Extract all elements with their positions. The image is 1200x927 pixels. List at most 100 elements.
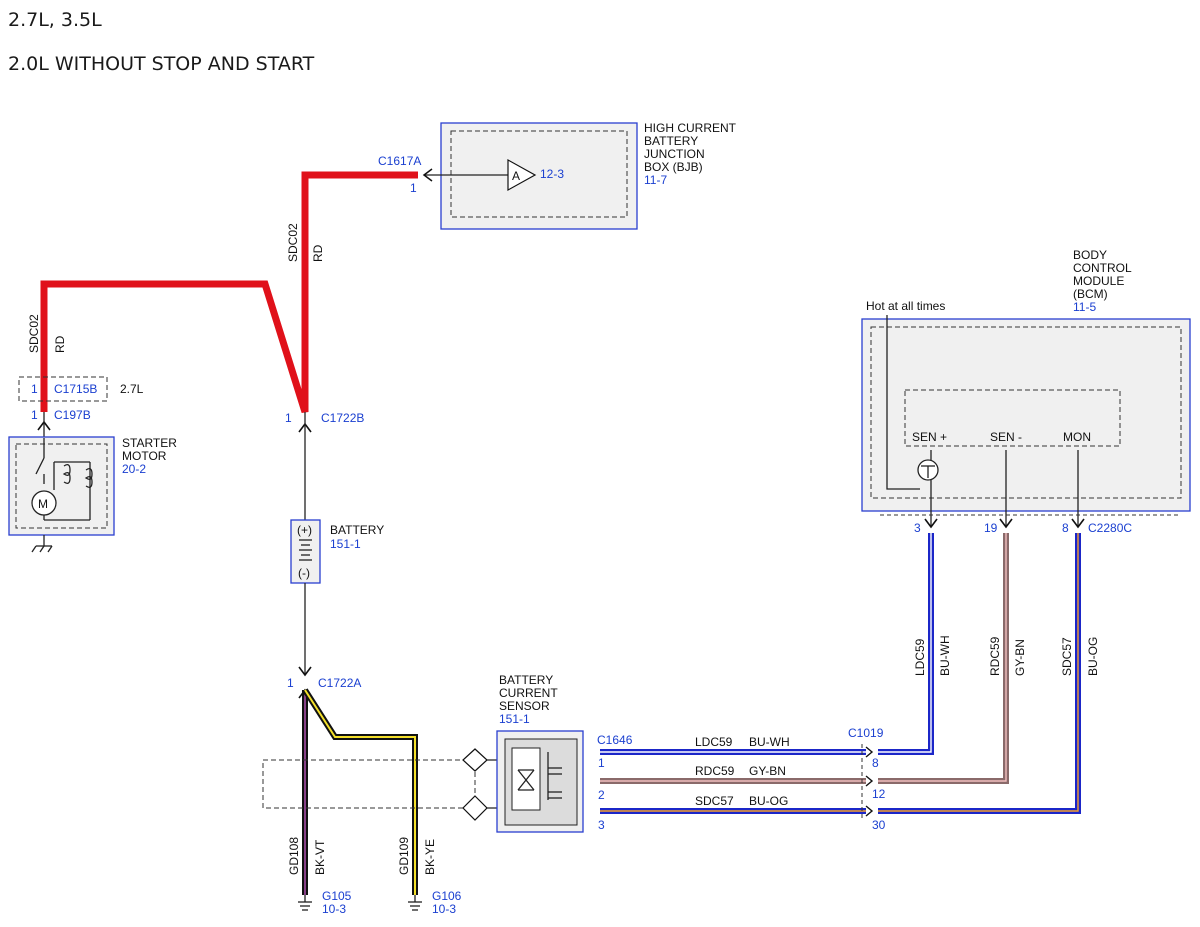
ground-g106: G106 10-3 <box>408 889 462 916</box>
wire-sdc02-label-upper: SDC02 RD <box>286 223 325 262</box>
svg-text:MOTOR: MOTOR <box>122 449 167 463</box>
battery: (+) (-) BATTERY 151-1 <box>290 519 384 677</box>
svg-text:G105: G105 <box>322 889 352 903</box>
connector-c197b: 1 C197B <box>31 408 91 438</box>
svg-text:MODULE: MODULE <box>1073 274 1124 288</box>
svg-text:SENSOR: SENSOR <box>499 699 550 713</box>
svg-text:SEN +: SEN + <box>912 430 947 444</box>
harness-wire-ldc59-vertical: LDC59 BU-WH <box>878 533 952 755</box>
svg-text:10-3: 10-3 <box>322 902 346 916</box>
svg-text:C1722A: C1722A <box>318 676 361 690</box>
connector-c1715b: 1 C1715B 2.7L <box>18 376 144 402</box>
bjb-title-2: BATTERY <box>644 134 698 148</box>
sensor-diamonds <box>462 748 505 821</box>
svg-text:BU-OG: BU-OG <box>1086 637 1100 676</box>
svg-text:BU-WH: BU-WH <box>749 735 790 749</box>
svg-text:SDC02: SDC02 <box>286 223 300 262</box>
svg-text:C1722B: C1722B <box>321 411 364 425</box>
svg-text:CURRENT: CURRENT <box>499 686 558 700</box>
svg-text:MON: MON <box>1063 430 1091 444</box>
svg-text:SDC57: SDC57 <box>1060 637 1074 676</box>
svg-text:19: 19 <box>984 521 998 535</box>
svg-text:BATTERY: BATTERY <box>330 523 384 537</box>
battery-current-sensor: BATTERY CURRENT SENSOR 151-1 C1646 1 2 3 <box>496 673 633 833</box>
bjb-title-1: HIGH CURRENT <box>644 121 737 135</box>
svg-text:LDC59: LDC59 <box>695 735 733 749</box>
svg-text:LDC59: LDC59 <box>913 638 927 676</box>
body-control-module: BODY CONTROL MODULE (BCM) 11-5 Hot at al… <box>861 248 1191 535</box>
bjb-connector: C1617A <box>378 154 421 168</box>
svg-text:BU-WH: BU-WH <box>938 635 952 676</box>
svg-text:1: 1 <box>287 676 294 690</box>
wire-sdc02-label-lower: SDC02 RD <box>27 314 67 353</box>
connector-c1722a: 1 C1722A <box>287 676 361 699</box>
svg-text:(-): (-) <box>298 566 310 580</box>
bjb-title-4: BOX (BJB) <box>644 160 703 174</box>
svg-text:GD109: GD109 <box>397 837 411 875</box>
svg-text:8: 8 <box>872 756 879 770</box>
harness-wire-sdc57: SDC57 BU-OG <box>600 794 866 814</box>
starter-motor: M STARTER MOTOR 20-2 <box>8 436 177 553</box>
svg-text:C197B: C197B <box>54 408 91 422</box>
ground-wire-labels: GD108 BK-VT GD109 BK-YE <box>287 837 437 875</box>
connector-c1019: C1019 8 12 30 <box>848 726 886 832</box>
bjb-component: A 12-3 HIGH CURRENT BATTERY JUNCTION BOX… <box>378 121 737 230</box>
svg-text:2.7L: 2.7L <box>120 382 144 396</box>
svg-text:SEN -: SEN - <box>990 430 1022 444</box>
svg-text:BODY: BODY <box>1073 248 1107 262</box>
svg-text:30: 30 <box>872 818 886 832</box>
svg-text:8: 8 <box>1062 521 1069 535</box>
bjb-title-3: JUNCTION <box>644 147 705 161</box>
svg-text:(BCM): (BCM) <box>1073 287 1108 301</box>
svg-text:C1715B: C1715B <box>54 382 97 396</box>
motor-m-symbol: M <box>38 497 48 511</box>
svg-text:GD108: GD108 <box>287 837 301 875</box>
svg-text:1: 1 <box>31 382 38 396</box>
svg-text:BK-YE: BK-YE <box>423 839 437 875</box>
svg-text:SDC57: SDC57 <box>695 794 734 808</box>
svg-text:C2280C: C2280C <box>1088 521 1132 535</box>
svg-text:RDC59: RDC59 <box>695 764 735 778</box>
ground-wire-gd109 <box>302 688 418 895</box>
bjb-fuse-letter: A <box>512 169 520 183</box>
sensor-sense-frame <box>262 759 476 809</box>
svg-text:C1646: C1646 <box>597 733 633 747</box>
ground-g105: G105 10-3 <box>298 889 352 916</box>
bcm-hot-label: Hot at all times <box>866 299 945 313</box>
svg-text:CONTROL: CONTROL <box>1073 261 1132 275</box>
header-variant: 2.0L WITHOUT STOP AND START <box>8 53 315 75</box>
harness-wire-rdc59-vertical: RDC59 GY-BN <box>878 533 1027 784</box>
header-engines: 2.7L, 3.5L <box>8 9 102 31</box>
svg-text:RD: RD <box>311 244 325 262</box>
svg-text:3: 3 <box>598 818 605 832</box>
svg-text:BU-OG: BU-OG <box>749 794 788 808</box>
svg-text:2: 2 <box>598 788 605 802</box>
svg-text:1: 1 <box>285 411 292 425</box>
svg-text:RDC59: RDC59 <box>988 636 1002 676</box>
svg-text:151-1: 151-1 <box>330 537 361 551</box>
svg-text:1: 1 <box>31 408 38 422</box>
harness-wire-ldc59: LDC59 BU-WH <box>600 735 866 755</box>
svg-text:20-2: 20-2 <box>122 462 146 476</box>
svg-text:(+): (+) <box>297 523 312 537</box>
svg-text:3: 3 <box>914 521 921 535</box>
bjb-fuse-ref: 12-3 <box>540 167 564 181</box>
svg-text:151-1: 151-1 <box>499 712 530 726</box>
connector-c1722b: 1 C1722B <box>285 411 364 520</box>
svg-text:1: 1 <box>598 756 605 770</box>
svg-text:SDC02: SDC02 <box>27 314 41 353</box>
svg-text:GY-BN: GY-BN <box>1013 639 1027 676</box>
svg-text:11-5: 11-5 <box>1073 300 1096 314</box>
bjb-ref: 11-7 <box>644 173 667 187</box>
bjb-pin: 1 <box>410 181 417 195</box>
svg-text:GY-BN: GY-BN <box>749 764 786 778</box>
svg-text:RD: RD <box>53 335 67 353</box>
svg-text:STARTER: STARTER <box>122 436 177 450</box>
svg-text:10-3: 10-3 <box>432 902 456 916</box>
harness-wire-rdc59: RDC59 GY-BN <box>600 764 866 784</box>
harness-wire-sdc57-vertical: SDC57 BU-OG <box>878 533 1100 814</box>
svg-text:BK-VT: BK-VT <box>313 839 327 875</box>
svg-text:12: 12 <box>872 787 886 801</box>
wire-sdc02 <box>40 171 418 414</box>
